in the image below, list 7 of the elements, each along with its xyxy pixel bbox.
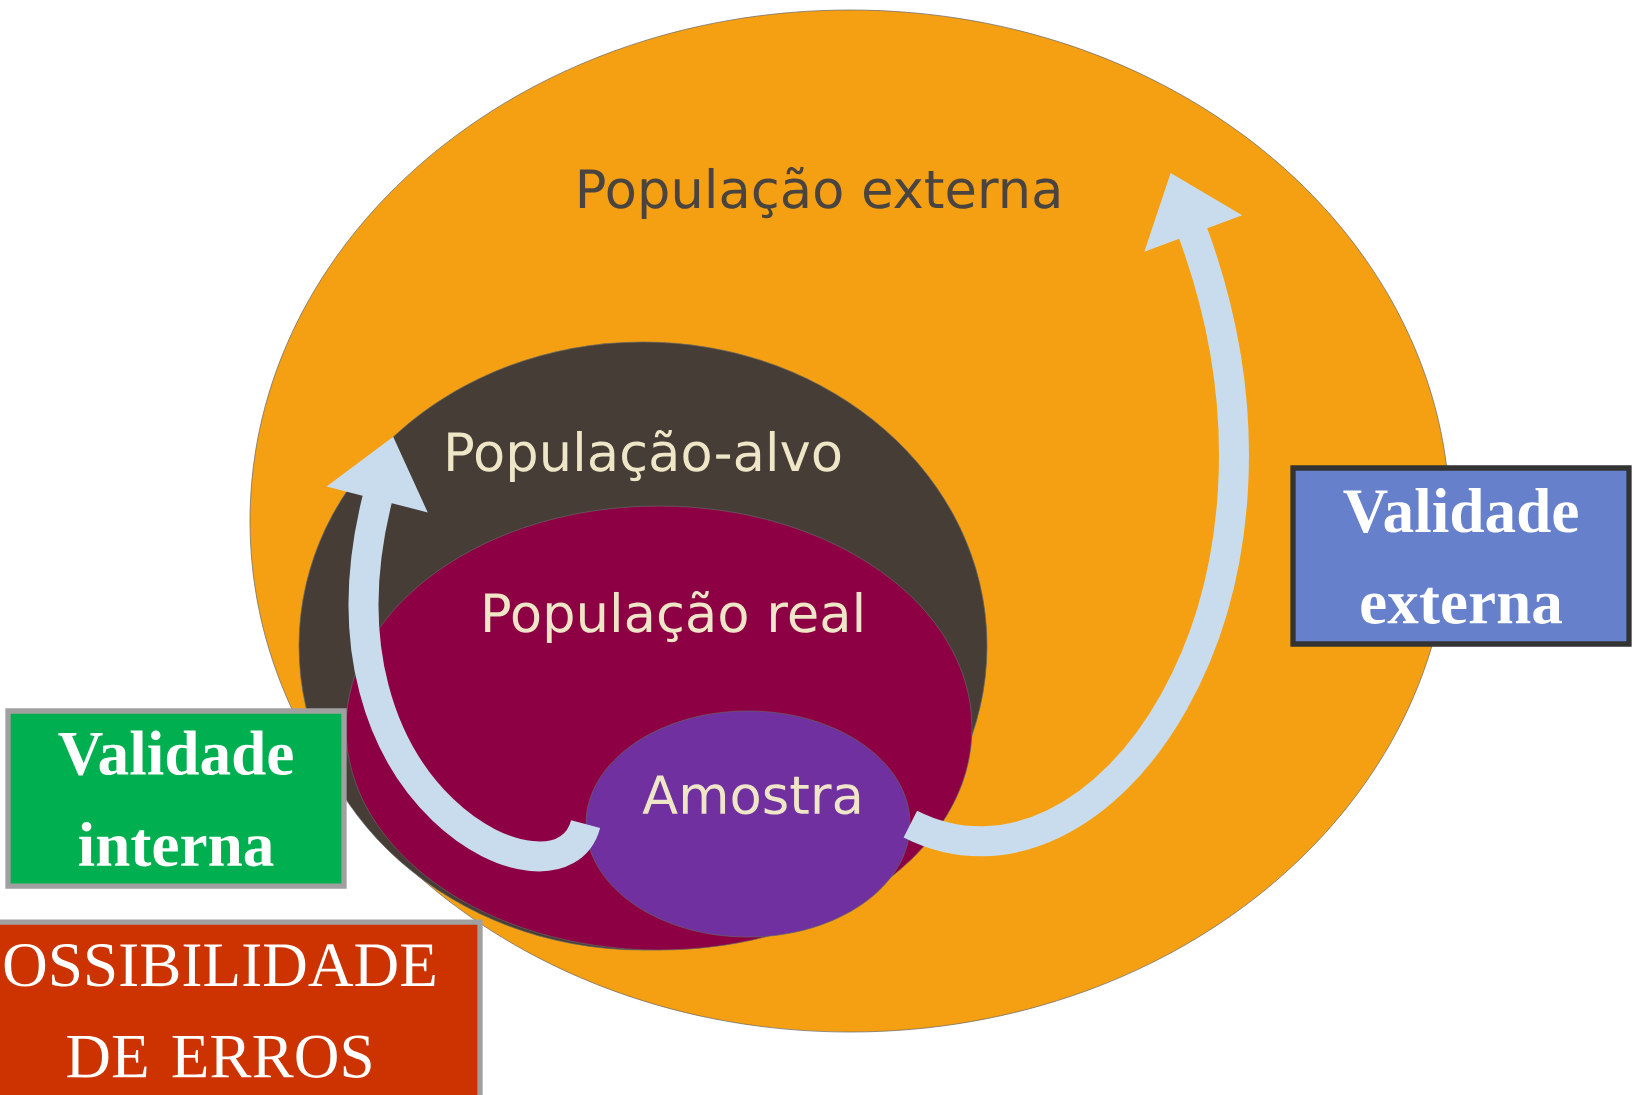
ellipse-label: População-alvo [448,430,841,482]
ellipse-label: Amostra [642,775,860,815]
label-box: Validade externa [1290,465,1632,647]
label-box: Validade interna [5,708,347,889]
ellipse-label: População externa [579,167,1059,219]
label-box: OSSIBILIDADE DE ERROS [0,919,483,1095]
ellipse-label: População real [485,591,862,643]
